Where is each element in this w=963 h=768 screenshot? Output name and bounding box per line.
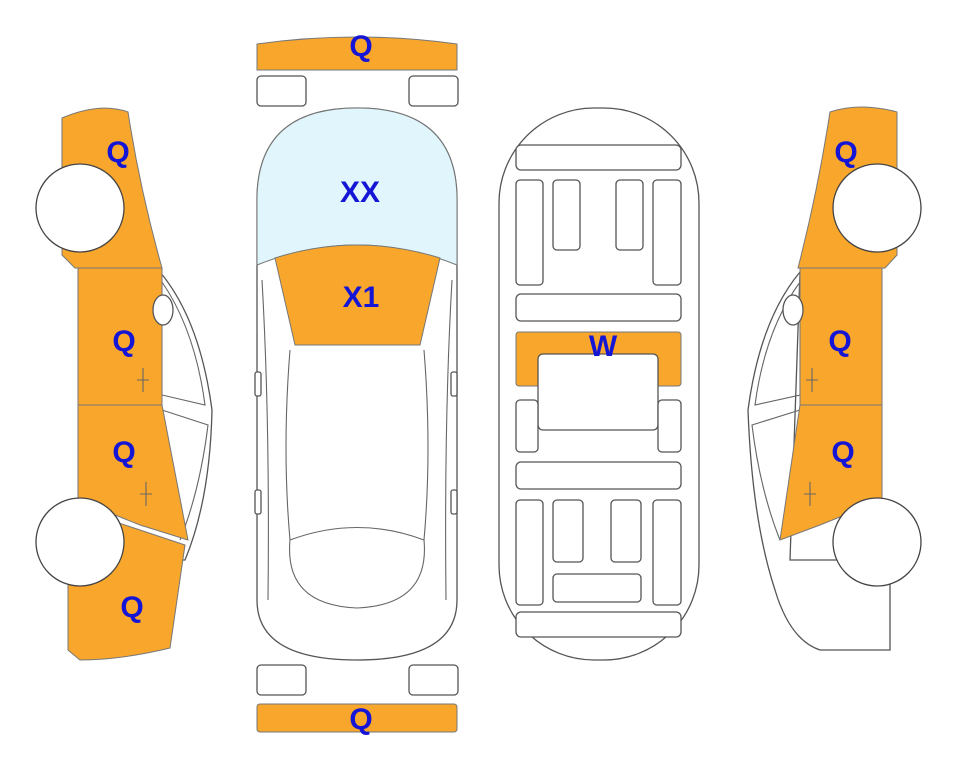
left-side-view: [35, 107, 213, 661]
label-left-rear-door: Q: [112, 436, 135, 469]
right-window-line-2: [751, 409, 801, 541]
front-left-seat-side: [515, 179, 544, 286]
left-window-line: [161, 280, 206, 406]
front-left-seat: [552, 179, 581, 251]
left-handle: [254, 489, 262, 515]
right-mirror: [450, 371, 458, 397]
rear-right-seat: [610, 499, 642, 563]
label-roof: W: [589, 330, 618, 363]
right-handle: [450, 489, 458, 515]
rear-right-light: [408, 664, 459, 696]
mid-left-pillar: [515, 399, 539, 453]
right-front-wheel: [832, 163, 922, 253]
label-left-front-fender: Q: [106, 136, 129, 169]
left-front-wheel: [35, 163, 125, 253]
front-bumper-panel[interactable]: [256, 36, 458, 71]
left-front-handle: [137, 368, 149, 392]
front-left-light: [256, 75, 307, 107]
mid-right-pillar: [657, 399, 682, 453]
top-right-side-line: [445, 279, 453, 601]
right-rear-wheel: [832, 497, 922, 587]
left-mirror-side: [152, 294, 174, 326]
rear-left-seat-side: [515, 499, 544, 606]
label-right-front-fender: Q: [834, 136, 857, 169]
label-left-rear-quarter: Q: [120, 591, 143, 624]
rear-left-seat: [552, 499, 584, 563]
right-rear-handle: [804, 482, 816, 506]
rear-right-seat-side: [652, 499, 682, 606]
label-windshield: XX: [340, 176, 380, 209]
top-view-car: [254, 36, 459, 733]
top-right-inner-line: [423, 349, 429, 541]
rear-roof-bar: [515, 461, 682, 490]
rear-bench: [552, 573, 642, 603]
top-left-side-line: [261, 279, 269, 601]
right-side-view: [747, 106, 922, 651]
hood-panel[interactable]: [274, 244, 441, 346]
trunk-bar: [515, 611, 682, 638]
front-right-seat: [615, 179, 644, 251]
label-hood: X1: [343, 281, 380, 314]
damage-labels: Q XX X1 W Q Q Q Q Q Q Q Q: [106, 30, 857, 736]
label-front-bumper: Q: [349, 30, 372, 63]
label-right-front-door: Q: [828, 325, 851, 358]
dashboard: [515, 144, 682, 171]
left-rear-wheel: [35, 497, 125, 587]
top-left-inner-line: [285, 349, 291, 541]
rear-bumper-panel[interactable]: [256, 703, 458, 733]
left-rear-handle: [140, 482, 152, 506]
interior-view: [498, 107, 700, 661]
front-right-seat-side: [652, 179, 682, 286]
front-roof-bar: [515, 293, 682, 322]
rear-window-line: [288, 526, 426, 609]
label-rear-bumper: Q: [349, 703, 372, 736]
label-right-rear-door: Q: [831, 436, 854, 469]
rear-left-light: [256, 664, 307, 696]
front-right-light: [408, 75, 459, 107]
sunroof: [537, 353, 659, 431]
right-front-handle: [806, 368, 818, 392]
left-mirror: [254, 371, 262, 397]
right-mirror-side: [782, 294, 804, 326]
label-left-front-door: Q: [112, 325, 135, 358]
right-body-outline: [747, 270, 891, 651]
